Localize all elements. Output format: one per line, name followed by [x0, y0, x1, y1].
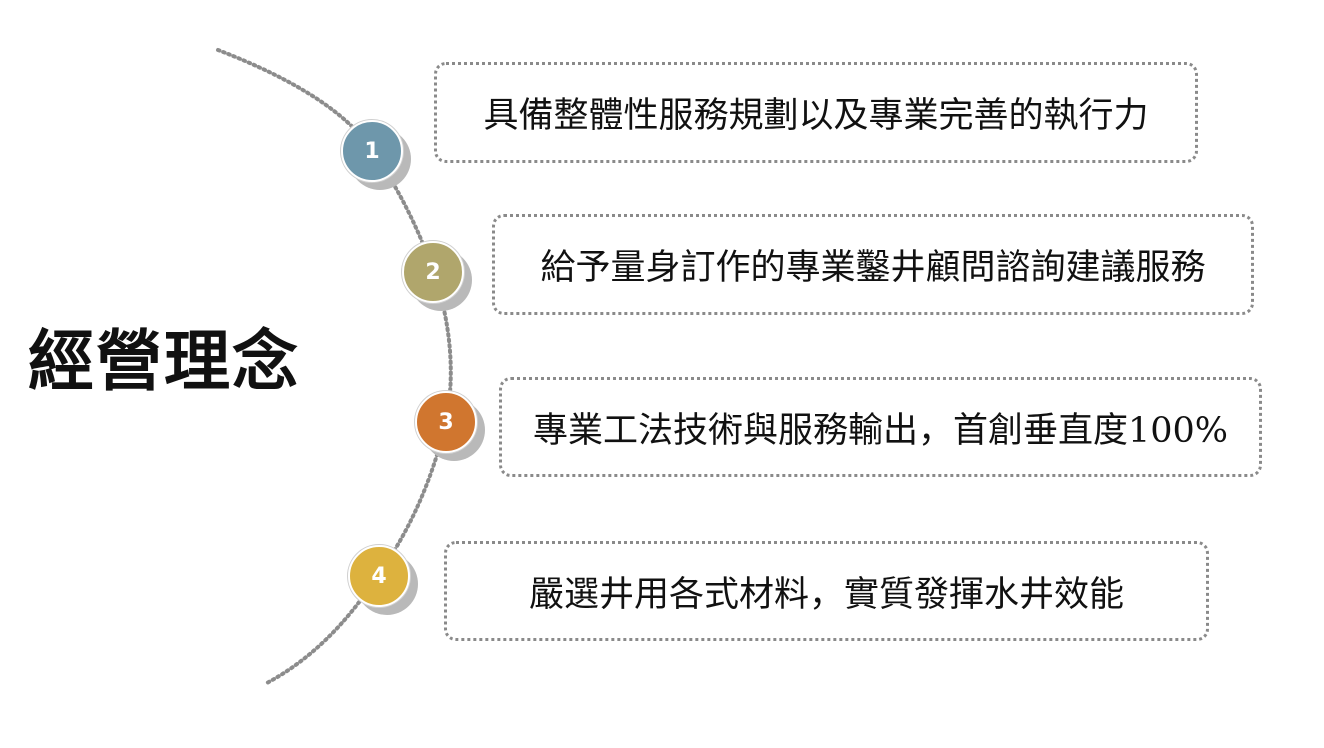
step-number-3: 3 [415, 391, 477, 453]
step-box-1: 具備整體性服務規劃以及專業完善的執行力 [434, 62, 1198, 163]
step-number-2: 2 [402, 241, 464, 303]
step-number-1: 1 [341, 120, 403, 182]
step-number-4: 4 [348, 545, 410, 607]
step-marker-3: 3 [415, 391, 485, 461]
step-box-3: 專業工法技術與服務輸出，首創垂直度100% [499, 377, 1262, 477]
step-marker-2: 2 [402, 241, 472, 311]
page-title: 經營理念 [28, 323, 300, 400]
step-marker-4: 4 [348, 545, 418, 615]
step-marker-1: 1 [341, 120, 411, 190]
step-box-4: 嚴選井用各式材料，實質發揮水井效能 [444, 541, 1209, 641]
step-box-2: 給予量身訂作的專業鑿井顧問諮詢建議服務 [492, 214, 1254, 315]
